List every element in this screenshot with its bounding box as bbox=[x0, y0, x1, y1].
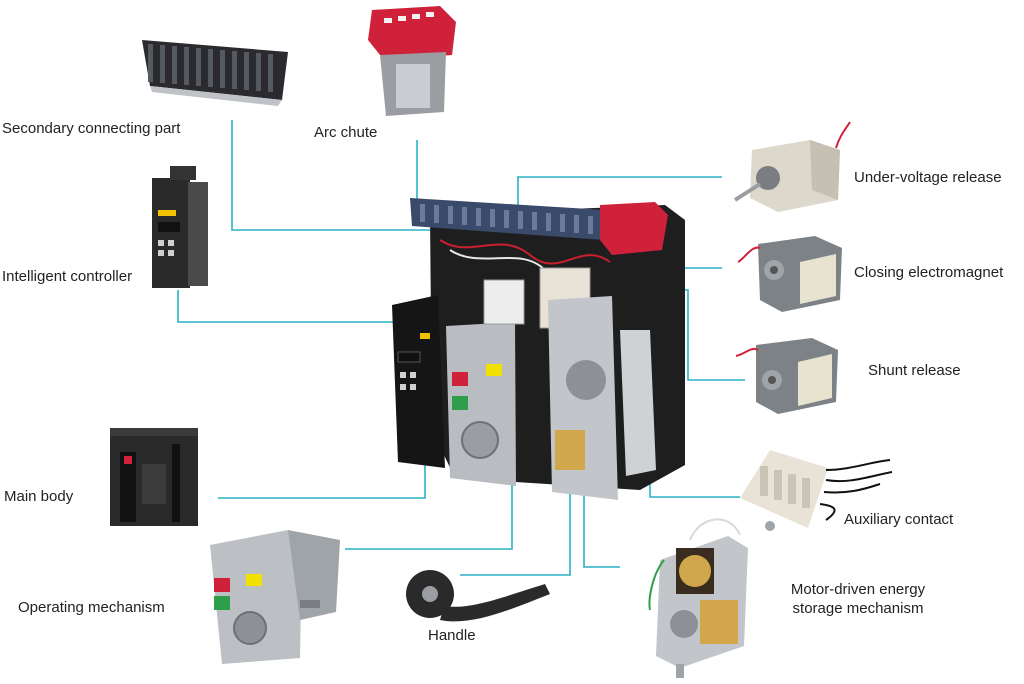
leader-secondary-connecting-part bbox=[231, 120, 430, 231]
auxiliary-contact-image bbox=[740, 450, 893, 531]
handle-image bbox=[406, 570, 550, 622]
motor-energy-storage-image bbox=[648, 518, 748, 678]
label-motor-energy-line2: storage mechanism bbox=[792, 600, 924, 617]
secondary-connecting-part-image bbox=[142, 40, 288, 106]
main-body-image bbox=[110, 428, 198, 526]
leader-main-body bbox=[218, 455, 426, 499]
label-shunt-release: Shunt release bbox=[868, 362, 961, 379]
intelligent-controller-image bbox=[152, 166, 208, 288]
label-intelligent-controller: Intelligent controller bbox=[2, 268, 133, 285]
label-main-body: Main body bbox=[4, 488, 74, 505]
label-auxiliary-contact: Auxiliary contact bbox=[844, 511, 954, 528]
main-breaker-image bbox=[392, 198, 685, 500]
label-under-voltage-release: Under-voltage release bbox=[854, 169, 1002, 186]
shunt-release-image bbox=[735, 338, 838, 414]
label-arc-chute: Arc chute bbox=[314, 124, 378, 141]
arc-chute-image bbox=[368, 6, 456, 116]
closing-electromagnet-image bbox=[737, 236, 842, 312]
leader-intelligent-controller bbox=[177, 290, 440, 323]
under-voltage-release-image bbox=[733, 121, 851, 212]
label-handle: Handle bbox=[428, 627, 476, 644]
label-secondary-connecting-part: Secondary connecting part bbox=[2, 120, 181, 137]
label-operating-mechanism: Operating mechanism bbox=[18, 599, 165, 616]
label-motor-energy-line1: Motor-driven energy bbox=[790, 581, 926, 598]
label-closing-electromagnet: Closing electromagnet bbox=[854, 264, 1004, 281]
label-motor-energy-storage: Motor-driven energy storage mechanism bbox=[780, 580, 936, 618]
operating-mechanism-image bbox=[210, 530, 340, 664]
